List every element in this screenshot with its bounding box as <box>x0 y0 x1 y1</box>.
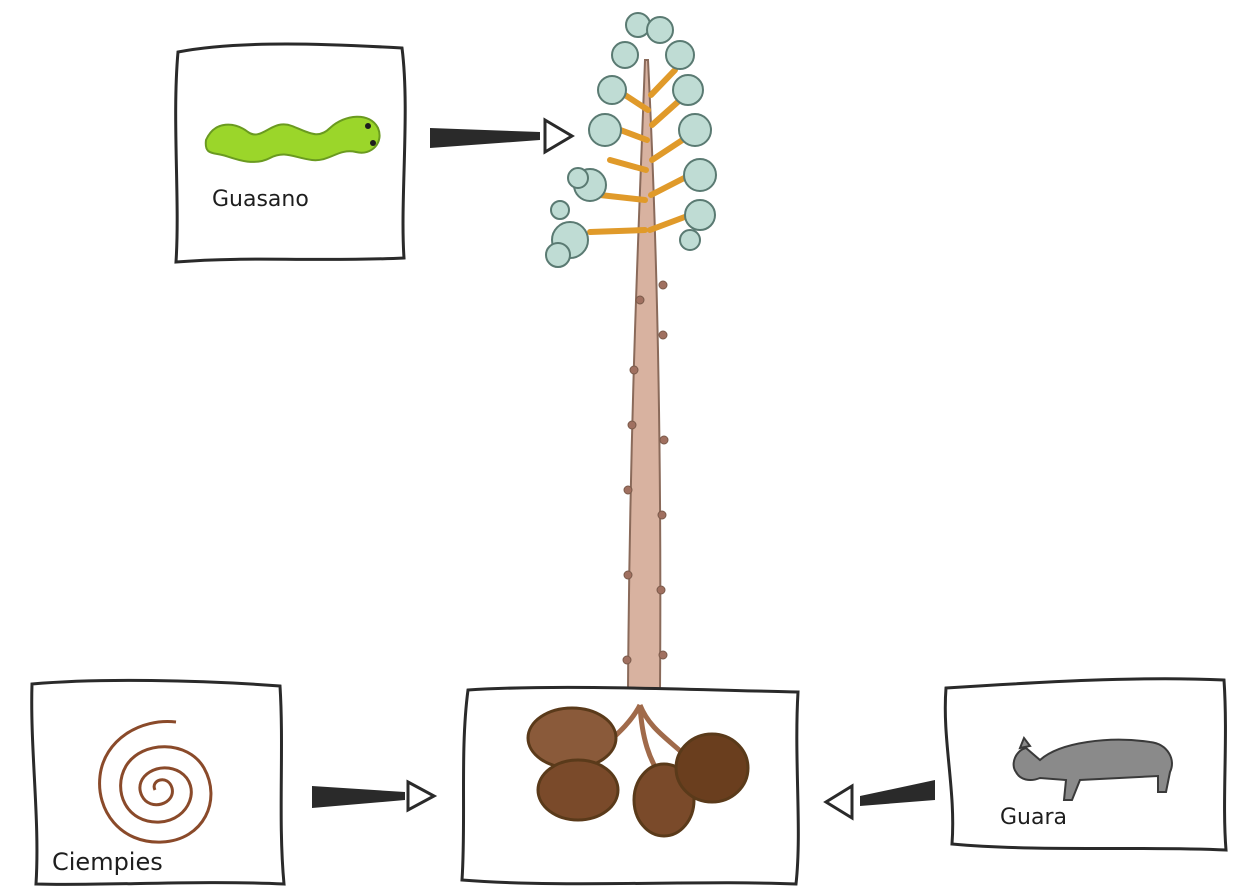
worm-icon <box>204 115 381 163</box>
guasano-box: Guasano <box>174 42 407 264</box>
guara-box: Guara <box>943 677 1228 852</box>
worm-spot-icon <box>370 140 376 146</box>
seeds-box <box>460 685 800 886</box>
arrow-ciempies-to-seeds <box>312 779 438 813</box>
guara-label: Guara <box>1000 805 1067 830</box>
arrow-guasano-to-palm <box>430 117 575 155</box>
palm-tree <box>545 12 717 691</box>
seed-cluster-icon <box>526 703 750 838</box>
ciempies-box: Ciempies <box>30 678 286 886</box>
trunk-knots <box>622 280 669 665</box>
worm-eye-icon <box>365 123 371 129</box>
palm-leaves <box>545 12 717 268</box>
guara-animal-icon <box>1012 735 1173 801</box>
ciempies-label: Ciempies <box>52 848 163 876</box>
guasano-label: Guasano <box>212 187 309 212</box>
arrow-guara-to-seeds <box>823 780 935 821</box>
centipede-spiral-icon <box>98 720 213 844</box>
